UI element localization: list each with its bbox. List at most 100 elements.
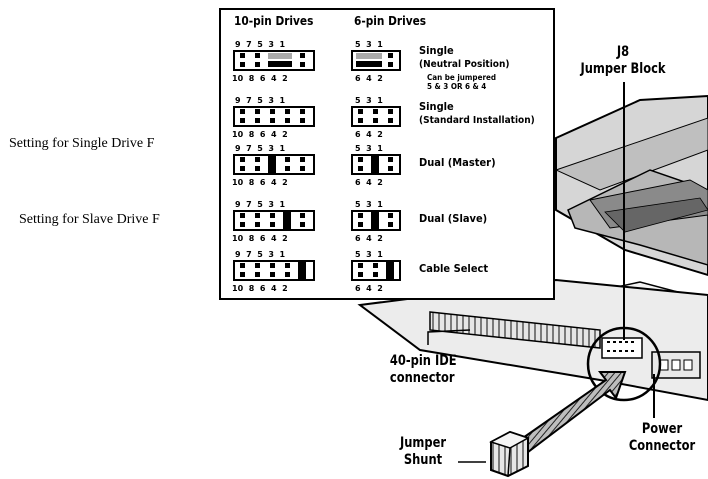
vertical-jumper-10pin [283, 212, 291, 229]
jumper-10pin-pin-bottom [300, 62, 305, 67]
jumper-10pin-pin-bottom [240, 118, 245, 123]
jumper-10pin-pin-bottom [240, 166, 245, 171]
jumper-6pin-pin-bottom [358, 272, 363, 277]
jumper-6pin-pin-bottom [388, 166, 393, 171]
header-10pin: 10-pin Drives [234, 14, 314, 28]
ide-subtitle: connector [389, 370, 455, 386]
jumper-6pin-pin-bottom [358, 118, 363, 123]
jumper-6pin-pin-bottom [388, 118, 393, 123]
setting-label: Dual (Master) [419, 156, 496, 169]
pin-numbers-top-6: 5 3 1 [355, 250, 383, 259]
jumper-10pin-pin-bottom [255, 222, 260, 227]
jumper-10pin-pin-top [255, 53, 260, 58]
pin-numbers-top-10: 9 7 5 3 1 [235, 200, 286, 209]
jumper-6pin-pin-top [358, 213, 363, 218]
neutral-jumper-10pin-bottom [268, 61, 292, 67]
jumper-6pin-pin-bottom [388, 222, 393, 227]
jumper-6pin-pin-top [388, 109, 393, 114]
single-drive-setting-label: Setting for Single Drive F [9, 136, 155, 151]
neutral-jumper-6pin-top [356, 53, 382, 59]
jumper-6pin-pin-top [388, 157, 393, 162]
jumper-10pin-pin-bottom [285, 166, 290, 171]
shunt-title: Jumper [399, 435, 447, 451]
setting-label: Single [419, 44, 454, 57]
jumper-10pin-pin-bottom [270, 272, 275, 277]
jumper-10pin-pin-bottom [285, 118, 290, 123]
setting-label: Dual (Slave) [419, 212, 488, 225]
pin-numbers-bottom-10: 10 8 6 4 2 [232, 178, 288, 187]
jumper-6pin-pin-top [358, 157, 363, 162]
jumper-block-10pin [233, 210, 315, 231]
jumper-6pin-pin-top [373, 109, 378, 114]
jumper-10pin-pin-top [285, 157, 290, 162]
jumper-block-10pin [233, 50, 315, 71]
jumper-10pin-pin-top [240, 213, 245, 218]
jumper-10pin-pin-bottom [255, 62, 260, 67]
jumper-10pin-pin-bottom [240, 222, 245, 227]
vertical-jumper-6pin [371, 212, 379, 229]
pin-numbers-bottom-6: 6 4 2 [355, 130, 383, 139]
jumper-block-10pin [233, 260, 315, 281]
jumper-10pin-pin-top [270, 213, 275, 218]
pin-numbers-bottom-10: 10 8 6 4 2 [232, 234, 288, 243]
vertical-jumper-6pin [386, 262, 394, 279]
neutral-jumper-6pin-bottom [356, 61, 382, 67]
pin-numbers-top-10: 9 7 5 3 1 [235, 144, 286, 153]
pin-numbers-top-6: 5 3 1 [355, 144, 383, 153]
power-connector-callout: Power Connector [621, 421, 703, 455]
ide-connector-pins [429, 311, 601, 349]
jumper-6pin-pin-bottom [388, 62, 393, 67]
jumper-10pin-pin-bottom [255, 272, 260, 277]
power-subtitle: Connector [628, 438, 696, 454]
jumper-6pin-pin-top [358, 109, 363, 114]
jumper-10pin-pin-top [255, 157, 260, 162]
jumper-10pin-pin-bottom [270, 118, 275, 123]
jumper-6pin-pin-top [388, 53, 393, 58]
jumper-6pin-pin-bottom [373, 118, 378, 123]
insert-arrow [518, 371, 627, 454]
jumper-10pin-pin-bottom [255, 166, 260, 171]
jumper-6pin-pin-top [388, 213, 393, 218]
pin-numbers-top-10: 9 7 5 3 1 [235, 40, 286, 49]
pin-numbers-bottom-10: 10 8 6 4 2 [232, 130, 288, 139]
power-title: Power [641, 421, 683, 437]
jumper-10pin-pin-top [240, 157, 245, 162]
setting-label: Cable Select [419, 262, 489, 275]
jumper-10pin-pin-bottom [300, 166, 305, 171]
setting-sublabel: (Neutral Position) [419, 59, 510, 70]
jumper-block-10pin [233, 106, 315, 127]
pin-numbers-bottom-6: 6 4 2 [355, 178, 383, 187]
pin-numbers-top-10: 9 7 5 3 1 [235, 96, 286, 105]
jumper-6pin-pin-top [358, 263, 363, 268]
jumper-10pin-pin-top [255, 263, 260, 268]
pin-numbers-top-6: 5 3 1 [355, 96, 383, 105]
ide-connector-callout: 40-pin IDE connector [390, 353, 480, 387]
jumper-10pin-pin-top [255, 213, 260, 218]
j8-title: J8 [616, 44, 630, 60]
jumper-10pin-pin-bottom [270, 222, 275, 227]
pin-numbers-bottom-6: 6 4 2 [355, 284, 383, 293]
jumper-10pin-pin-top [300, 157, 305, 162]
jumper-10pin-pin-top [300, 109, 305, 114]
jumper-10pin-pin-top [240, 263, 245, 268]
jumper-6pin-pin-bottom [358, 222, 363, 227]
pin-numbers-bottom-10: 10 8 6 4 2 [232, 284, 288, 293]
jumper-10pin-pin-top [285, 109, 290, 114]
jumper-10pin-pin-top [240, 53, 245, 58]
jumper-10pin-pin-top [270, 109, 275, 114]
j8-callout: J8 Jumper Block [578, 44, 668, 78]
jumper-10pin-pin-bottom [285, 272, 290, 277]
vertical-jumper-6pin [371, 156, 379, 173]
jumper-shunt-callout: Jumper Shunt [386, 435, 460, 469]
pin-numbers-top-10: 9 7 5 3 1 [235, 250, 286, 259]
jumper-10pin-pin-top [255, 109, 260, 114]
setting-note: Can be jumpered [427, 73, 497, 82]
ide-title: 40-pin IDE [389, 353, 457, 369]
ide-leader-line [427, 329, 471, 345]
jumper-6pin-pin-top [373, 263, 378, 268]
vertical-jumper-10pin [298, 262, 306, 279]
neutral-jumper-10pin-top [268, 53, 292, 59]
jumper-6pin-pin-bottom [373, 272, 378, 277]
